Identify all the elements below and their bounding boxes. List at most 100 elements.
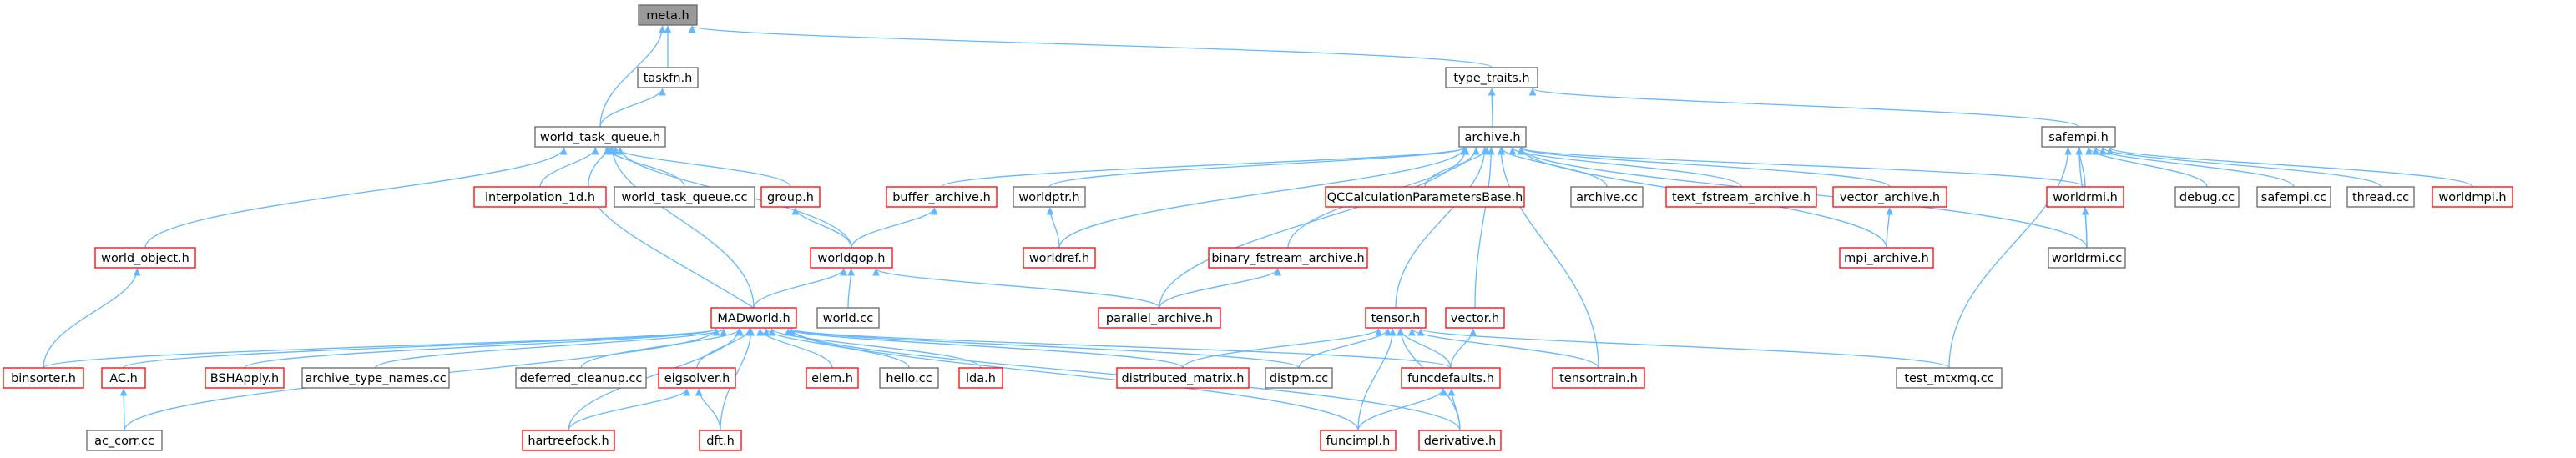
edge-parallel_archive_h-to-binary_fstream_archive_h — [1159, 268, 1282, 309]
node-archive-cc[interactable]: archive.cc — [1570, 186, 1644, 208]
node-box — [2048, 247, 2126, 269]
node-bshapply-h[interactable]: BSHApply.h — [205, 367, 285, 389]
node-funcdefaults-h[interactable]: funcdefaults.h — [1401, 367, 1501, 389]
edge-worldref_h-to-worldptr_h — [1046, 207, 1060, 249]
node-buffer-archive-h[interactable]: buffer_archive.h — [886, 186, 998, 208]
edge-distpm_cc-to-madworld_h — [787, 328, 1300, 369]
edge-worldgop_h-to-buffer_archive_h — [851, 207, 938, 249]
node-test-mtxmq-cc[interactable]: test_mtxmq.cc — [1896, 367, 2003, 389]
node-ac-corr-cc[interactable]: ac_corr.cc — [86, 430, 163, 451]
node-distributed-matrix-h[interactable]: distributed_matrix.h — [1116, 367, 1250, 389]
edge-derivative_h-to-funcdefaults_h — [1447, 388, 1461, 431]
node-label: safempi.h — [2048, 131, 2109, 144]
node-qccalc-h[interactable]: QCCalculationParametersBase.h — [1325, 186, 1525, 208]
node-vector-archive-h[interactable]: vector_archive.h — [1832, 186, 1947, 208]
node-parallel-archive-h[interactable]: parallel_archive.h — [1098, 307, 1221, 329]
node-box — [1570, 186, 1644, 208]
node-box — [1098, 307, 1221, 329]
node-label: worldrmi.h — [2053, 191, 2118, 204]
node-worldptr-h[interactable]: worldptr.h — [1013, 186, 1086, 208]
node-safempi-cc[interactable]: safempi.cc — [2256, 186, 2331, 208]
node-deferred-cleanup-cc[interactable]: deferred_cleanup.cc — [515, 367, 647, 389]
node-box — [806, 367, 859, 389]
node-layer: meta.h taskfn.h type_traits.h world_task_qu… — [3, 4, 2513, 451]
node-label: distpm.cc — [1270, 372, 1328, 385]
node-worldmpi-h[interactable]: worldmpi.h — [2432, 186, 2513, 208]
node-world-object-h[interactable]: world_object.h — [94, 247, 196, 269]
node-world-task-queue-cc[interactable]: world_task_queue.cc — [614, 186, 755, 208]
node-dft-h[interactable]: dft.h — [699, 430, 742, 451]
node-distpm-cc[interactable]: distpm.cc — [1265, 367, 1333, 389]
node-taskfn-h[interactable]: taskfn.h — [637, 67, 699, 88]
node-binsorter-h[interactable]: binsorter.h — [3, 367, 84, 389]
node-box — [886, 186, 998, 208]
node-label: distributed_matrix.h — [1122, 372, 1245, 385]
node-box — [1325, 186, 1525, 208]
node-eigsolver-h[interactable]: eigsolver.h — [658, 367, 736, 389]
node-thread-cc[interactable]: thread.cc — [2346, 186, 2415, 208]
node-box — [101, 367, 146, 389]
node-world-cc[interactable]: world.cc — [816, 307, 880, 329]
node-box — [1665, 186, 1817, 208]
node-funcimpl-h[interactable]: funcimpl.h — [1320, 430, 1397, 451]
node-label: ac_corr.cc — [94, 435, 154, 448]
node-label: hartreefock.h — [528, 435, 609, 448]
node-meta-h[interactable]: meta.h — [638, 4, 698, 26]
node-label: archive.cc — [1576, 191, 1638, 204]
node-hartreefock-h[interactable]: hartreefock.h — [522, 430, 615, 451]
node-box — [1208, 247, 1368, 269]
node-box — [1458, 126, 1527, 148]
node-elem-h[interactable]: elem.h — [806, 367, 859, 389]
node-lda-h[interactable]: lda.h — [958, 367, 1003, 389]
node-derivative-h[interactable]: derivative.h — [1418, 430, 1502, 451]
node-safempi-h[interactable]: safempi.h — [2041, 126, 2116, 148]
node-label: vector_archive.h — [1840, 191, 1940, 204]
node-text-fstream-archive-h[interactable]: text_fstream_archive.h — [1665, 186, 1817, 208]
node-worldrmi-cc[interactable]: worldrmi.cc — [2048, 247, 2126, 269]
node-binary-fstream-archive-h[interactable]: binary_fstream_archive.h — [1208, 247, 1368, 269]
node-archive-h[interactable]: archive.h — [1458, 126, 1527, 148]
node-tensortrain-h[interactable]: tensortrain.h — [1552, 367, 1645, 389]
edge-type_traits_h-to-meta_h — [688, 25, 1493, 68]
node-box — [1401, 367, 1501, 389]
edge-worldrmi_h-to-archive_h — [1517, 147, 2086, 188]
node-debug-cc[interactable]: debug.cc — [2174, 186, 2240, 208]
node-world-task-queue-h[interactable]: world_task_queue.h — [534, 126, 666, 148]
node-box — [879, 367, 939, 389]
node-vector-h[interactable]: vector.h — [1445, 307, 1505, 329]
node-label: AC.h — [109, 372, 138, 385]
node-box — [94, 247, 196, 269]
edge-funcdefaults_h-to-vector_h — [1450, 328, 1477, 369]
node-box — [699, 430, 742, 451]
node-box — [2046, 186, 2124, 208]
edge-worldmpi_h-to-safempi_h — [2106, 147, 2473, 188]
node-label: deferred_cleanup.cc — [520, 372, 643, 385]
node-box — [710, 307, 797, 329]
node-hello-cc[interactable]: hello.cc — [879, 367, 939, 389]
node-label: hello.cc — [886, 372, 932, 385]
node-box — [1320, 430, 1397, 451]
node-ac-h[interactable]: AC.h — [101, 367, 146, 389]
node-group-h[interactable]: group.h — [760, 186, 821, 208]
node-type-traits-h[interactable]: type_traits.h — [1445, 67, 1538, 88]
node-archive-type-names-cc[interactable]: archive_type_names.cc — [301, 367, 450, 389]
node-box — [1445, 67, 1538, 88]
node-label: mpi_archive.h — [1844, 252, 1929, 265]
edge-tensortrain_h-to-tensor_h — [1408, 328, 1599, 369]
node-interpolation-1d-h[interactable]: interpolation_1d.h — [473, 186, 607, 208]
node-worldref-h[interactable]: worldref.h — [1023, 247, 1096, 269]
node-worldgop-h[interactable]: worldgop.h — [810, 247, 893, 269]
node-tensor-h[interactable]: tensor.h — [1365, 307, 1427, 329]
node-box — [810, 247, 893, 269]
edge-distributed_matrix_h-to-madworld_h — [784, 328, 1184, 369]
edge-interpolation_1d_h-to-world_task_queue_h — [539, 147, 599, 188]
node-madworld-h[interactable]: MADworld.h — [710, 307, 797, 329]
node-label: thread.cc — [2352, 191, 2409, 204]
node-worldrmi-h[interactable]: worldrmi.h — [2046, 186, 2124, 208]
node-label: world.cc — [823, 312, 874, 325]
node-box — [515, 367, 647, 389]
node-mpi-archive-h[interactable]: mpi_archive.h — [1839, 247, 1934, 269]
edge-funcimpl_h-to-funcdefaults_h — [1357, 388, 1447, 431]
edge-world_task_queue_h-to-taskfn_h — [599, 88, 666, 128]
